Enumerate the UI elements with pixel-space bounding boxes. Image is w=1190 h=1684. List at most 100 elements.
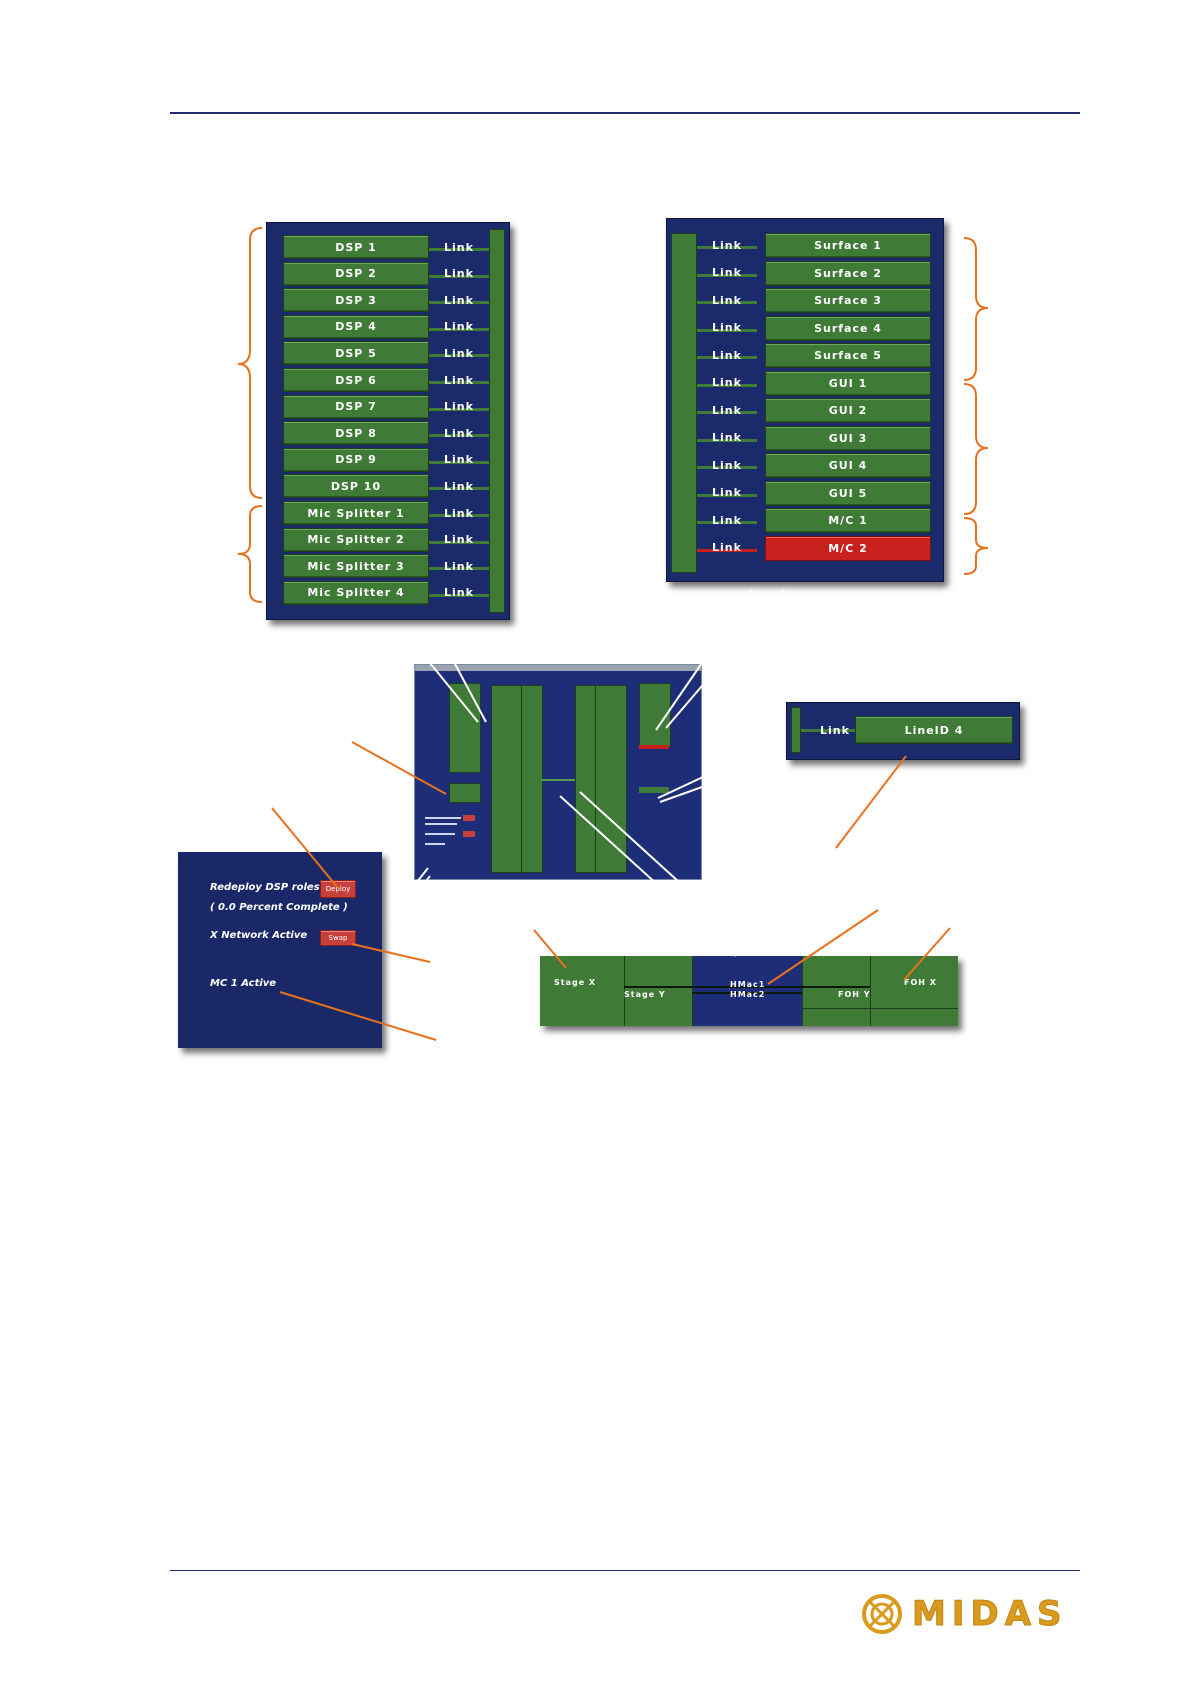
control-panel: Redeploy DSP roles Deploy ( 0.0 Percent …: [178, 852, 382, 1048]
callout-thumb-left-lower: [351, 741, 447, 795]
divider-2: [692, 956, 693, 1026]
left-link-label: Link: [444, 293, 474, 307]
lineid-link-label: Link: [820, 723, 850, 737]
right-link-label: Link: [712, 266, 742, 279]
left-node-button[interactable]: Mic Splitter 3: [283, 554, 429, 579]
left-node-button[interactable]: DSP 4: [283, 314, 429, 339]
midas-logo-icon: [862, 1594, 902, 1634]
swap-button[interactable]: Swap: [320, 930, 356, 946]
left-link-bar: [429, 593, 489, 597]
callout-swap: [351, 943, 431, 963]
callout-mc: [279, 991, 437, 1041]
right-link-bar: [697, 383, 757, 387]
lineid-4-button[interactable]: LineID 4: [855, 716, 1013, 744]
thumb-right-lineid: [639, 787, 669, 793]
zoom-cone-lineid: [657, 741, 779, 803]
foh-y-label: FOH Y: [838, 990, 871, 999]
right-node-button[interactable]: GUI 5: [765, 480, 931, 506]
hmac2-label: HMac2: [730, 990, 766, 999]
left-node-button[interactable]: DSP 5: [283, 341, 429, 366]
right-link-label: Link: [712, 541, 742, 554]
left-node-button[interactable]: Mic Splitter 2: [283, 527, 429, 552]
left-link-label: Link: [444, 533, 474, 547]
footer-rule: [170, 1570, 1080, 1571]
right-link-label: Link: [712, 403, 742, 417]
right-node-button[interactable]: Surface 4: [765, 315, 931, 341]
hmac-region: [692, 956, 802, 1026]
left-node-button[interactable]: DSP 10: [283, 474, 429, 499]
right-node-button[interactable]: M/C 1: [765, 508, 931, 533]
right-link-bar: [697, 521, 757, 524]
right-link-bar: [697, 328, 757, 332]
thumb-stage-x-bar: [491, 685, 523, 873]
zoom-cone-left: [407, 635, 487, 723]
stage-x-label: Stage X: [554, 978, 597, 987]
progress-label: ( 0.0 Percent Complete ): [210, 902, 348, 913]
left-node-button[interactable]: Mic Splitter 1: [283, 501, 429, 525]
left-node-button[interactable]: DSP 3: [283, 288, 429, 313]
thumb-right-fault: [639, 745, 669, 749]
callout-deploy: [271, 807, 339, 889]
left-link-label: Link: [444, 559, 474, 573]
right-node-button[interactable]: M/C 2: [765, 535, 931, 561]
right-node-button[interactable]: Surface 2: [765, 260, 931, 286]
right-link-label: Link: [712, 486, 742, 499]
lineid-bus-strip: [791, 707, 801, 753]
left-link-bar: [429, 514, 489, 517]
left-link-bar: [429, 407, 489, 411]
right-link-label: Link: [712, 458, 742, 472]
deploy-button[interactable]: Deploy: [320, 880, 356, 898]
right-link-label: Link: [712, 321, 742, 334]
right-node-button[interactable]: GUI 2: [765, 398, 931, 423]
left-node-button[interactable]: DSP 7: [283, 394, 429, 419]
left-link-label: Link: [444, 320, 474, 334]
left-link-bar: [429, 540, 489, 544]
left-link-label: Link: [444, 453, 474, 467]
right-link-bar: [697, 411, 757, 414]
right-node-button[interactable]: Surface 5: [765, 343, 931, 368]
left-node-button[interactable]: DSP 1: [283, 235, 429, 259]
right-node-button[interactable]: GUI 4: [765, 453, 931, 478]
redeploy-label: Redeploy DSP roles: [210, 882, 320, 893]
zoom-cone-controls: [389, 867, 431, 925]
callout-lineid: [835, 755, 907, 849]
left-link-bar: [429, 434, 489, 438]
left-node-button[interactable]: DSP 9: [283, 447, 429, 472]
left-node-button[interactable]: DSP 8: [283, 421, 429, 446]
hmac1-label: HMac1: [730, 980, 766, 989]
net-link-top: [624, 986, 870, 988]
mc-active-label: MC 1 Active: [210, 978, 277, 989]
right-node-button[interactable]: GUI 3: [765, 425, 931, 451]
left-link-bar: [429, 274, 489, 278]
left-link-label: Link: [444, 373, 474, 387]
left-link-bar: [429, 301, 489, 305]
left-link-label: Link: [444, 267, 474, 281]
net-link-bottom: [692, 992, 802, 994]
left-link-bar: [429, 487, 489, 491]
right-link-bar: [697, 273, 757, 277]
right-link-bar: [697, 438, 757, 442]
left-link-label: Link: [444, 479, 474, 493]
left-link-label: Link: [444, 506, 474, 520]
brace-mic: [237, 505, 263, 603]
lineid-panel: Link LineID 4: [786, 702, 1020, 760]
left-node-button[interactable]: DSP 6: [283, 368, 429, 392]
right-bus-strip: [671, 233, 697, 573]
right-node-button[interactable]: Surface 3: [765, 288, 931, 313]
left-link-label: Link: [444, 426, 474, 440]
left-link-label: Link: [444, 400, 474, 414]
header-rule: [170, 112, 1080, 114]
thumb-left-list: [449, 683, 481, 773]
lineid-link-bar: [801, 729, 881, 732]
divider-1: [624, 956, 625, 1026]
zoom-cone-right: [655, 589, 785, 731]
right-node-button[interactable]: Surface 1: [765, 233, 931, 258]
right-node-button[interactable]: GUI 1: [765, 370, 931, 396]
right-link-label: Link: [712, 376, 742, 389]
divider-4: [870, 956, 871, 1026]
zoom-cone-network: [559, 791, 757, 957]
left-node-button[interactable]: DSP 2: [283, 261, 429, 286]
left-node-button[interactable]: Mic Splitter 4: [283, 580, 429, 605]
